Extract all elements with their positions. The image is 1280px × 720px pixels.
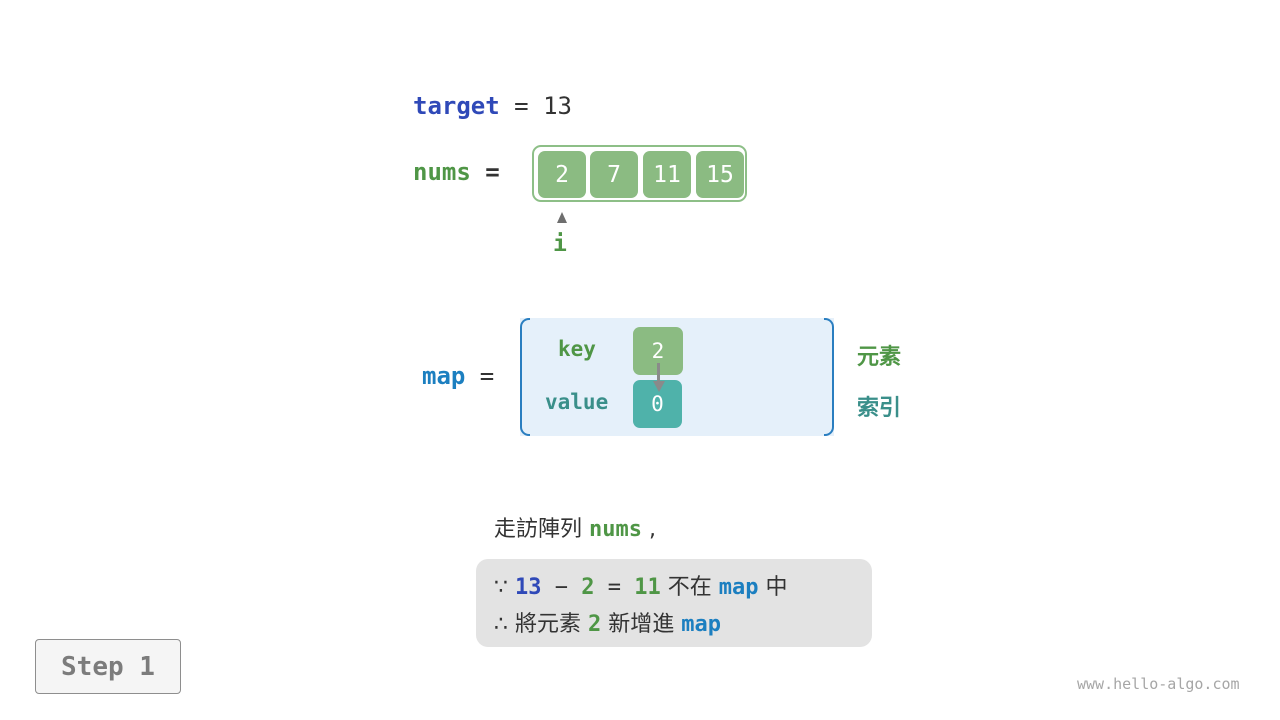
watermark: www.hello-algo.com: [1077, 675, 1240, 693]
pointer-label: i: [553, 231, 567, 257]
target-line: target = 13: [413, 92, 572, 120]
therefore-symbol: ∴: [494, 612, 515, 637]
add-to-text: 新增進: [601, 612, 682, 637]
description-line: 走訪陣列 nums ,: [494, 511, 656, 543]
key-value-arrow-line: [657, 363, 660, 383]
nums-equals: =: [470, 158, 500, 186]
element-number: 2: [581, 575, 595, 600]
key-row-label: key: [558, 337, 596, 361]
nums-array-box: [532, 145, 747, 202]
nums-keyword: nums: [413, 158, 471, 186]
pointer-arrow-icon: [557, 212, 567, 223]
description-prefix: 走訪陣列: [494, 517, 589, 542]
left-brace: [520, 318, 530, 436]
nums-label: nums =: [413, 158, 500, 186]
target-equals: =: [499, 92, 544, 120]
in-text: 中: [758, 575, 788, 600]
target-keyword: target: [413, 92, 500, 120]
explanation-row-because: ∵ 13 − 2 = 11 不在 map 中: [494, 569, 788, 601]
legend-index: 索引: [857, 396, 902, 421]
target-number: 13: [515, 575, 542, 600]
because-symbol: ∵: [494, 575, 515, 600]
target-value: 13: [543, 92, 572, 120]
step-button[interactable]: Step 1: [35, 639, 181, 694]
array-cell-2: 11: [643, 151, 691, 198]
value-row-label: value: [545, 390, 609, 414]
map-keyword: map: [422, 362, 466, 390]
map-label: map =: [422, 362, 494, 390]
element-number: 2: [588, 612, 602, 637]
map-word: map: [718, 575, 759, 600]
not-in-text: 不在: [660, 575, 719, 600]
right-brace: [824, 318, 834, 436]
complement-number: 11: [634, 575, 661, 600]
minus-sign: −: [541, 575, 582, 600]
description-suffix: ,: [641, 517, 656, 542]
description-keyword: nums: [589, 517, 642, 542]
map-word: map: [681, 612, 721, 637]
equals-sign: =: [594, 575, 635, 600]
key-value-arrow-icon: [653, 381, 665, 392]
explanation-row-therefore: ∴ 將元素 2 新增進 map: [494, 606, 721, 638]
legend-element: 元素: [857, 345, 902, 370]
array-cell-0: 2: [538, 151, 586, 198]
add-element-text: 將元素: [515, 612, 588, 637]
explanation-box: [476, 559, 872, 647]
map-equals: =: [465, 362, 495, 390]
array-cell-3: 15: [696, 151, 744, 198]
array-cell-1: 7: [590, 151, 638, 198]
